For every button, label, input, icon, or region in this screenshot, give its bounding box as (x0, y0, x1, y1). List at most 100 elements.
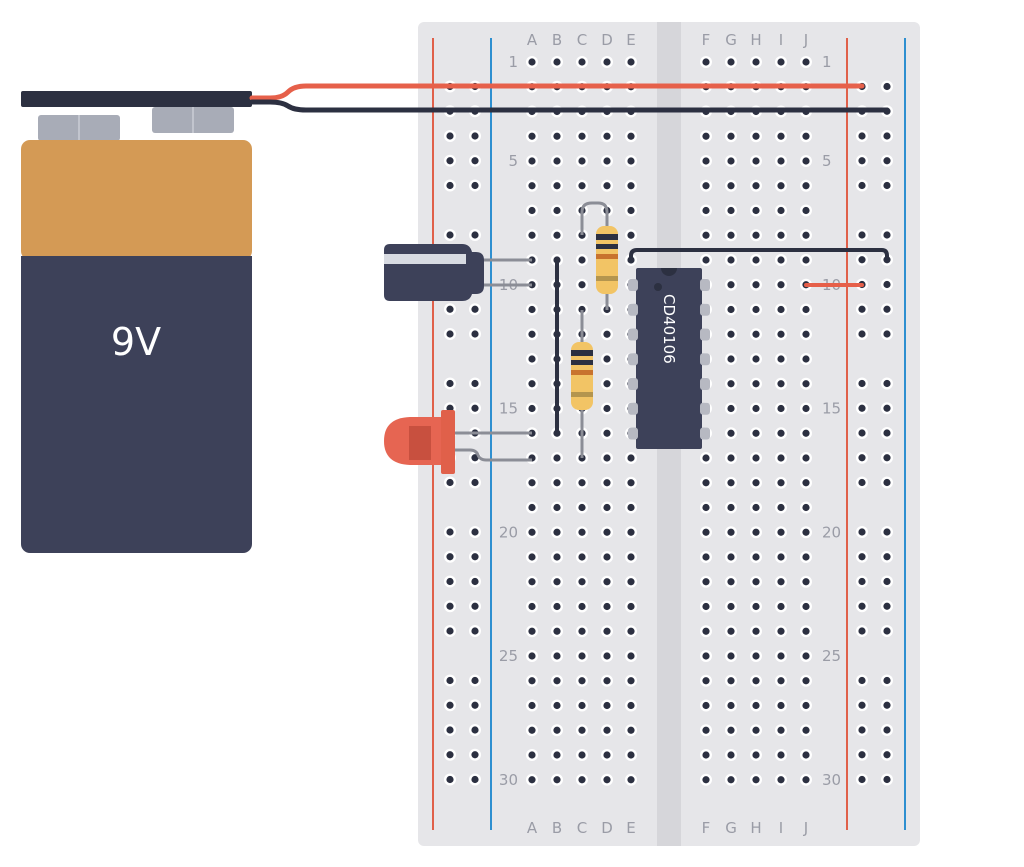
chip-pins (628, 279, 710, 440)
breadboard-hole (576, 650, 588, 662)
breadboard-hole (775, 452, 787, 464)
rail-hole (881, 600, 893, 613)
breadboard-hole (526, 625, 538, 638)
rail-hole (881, 80, 893, 93)
rail-hole (856, 427, 868, 439)
breadboard-hole (526, 476, 538, 489)
rail-hole (856, 402, 868, 415)
rail-hole (856, 377, 868, 390)
rail-hole (444, 600, 456, 613)
column-label: D (601, 819, 613, 837)
chip-pin-left (628, 378, 638, 390)
breadboard-hole (526, 130, 538, 143)
breadboard-hole (601, 625, 613, 638)
battery-clip (21, 91, 252, 107)
rail-hole (881, 575, 893, 588)
breadboard-hole (601, 476, 613, 489)
breadboard-hole (750, 551, 762, 563)
breadboard-hole (551, 526, 563, 539)
rail-hole (881, 699, 893, 712)
breadboard-hole (775, 674, 787, 687)
breadboard-hole (625, 155, 637, 167)
breadboard-hole (800, 674, 812, 687)
breadboard-hole (725, 353, 737, 365)
breadboard-hole (750, 303, 762, 316)
breadboard-hole (551, 650, 563, 662)
breadboard-hole (526, 551, 538, 563)
breadboard-hole (526, 773, 538, 786)
rail-hole (469, 600, 481, 613)
rail-hole (856, 253, 868, 266)
breadboard-hole (725, 377, 737, 390)
rail-hole (469, 179, 481, 192)
breadboard-hole (700, 229, 712, 242)
breadboard-hole (576, 625, 588, 638)
breadboard-hole (750, 476, 762, 489)
breadboard-hole (800, 130, 812, 143)
rail-hole (469, 699, 481, 712)
rail-hole (881, 328, 893, 340)
breadboard-hole (775, 254, 787, 266)
rail-hole (444, 674, 456, 687)
breadboard-hole (551, 773, 563, 786)
breadboard-hole (750, 724, 762, 737)
breadboard-hole (725, 130, 737, 143)
breadboard-hole (750, 130, 762, 143)
rail-hole (444, 724, 456, 736)
rail-hole (444, 575, 456, 588)
breadboard-hole (700, 130, 712, 143)
breadboard-hole (551, 204, 563, 217)
breadboard-hole (800, 724, 812, 737)
rail-hole (469, 130, 481, 142)
breadboard-hole (576, 254, 588, 266)
rail-hole (444, 154, 456, 167)
chip-pin-left (628, 353, 638, 366)
breadboard-hole (551, 749, 563, 761)
breadboard-hole (750, 625, 762, 638)
battery-negative-wire (249, 99, 890, 113)
rail-hole (469, 328, 481, 340)
rail-hole (856, 748, 868, 761)
breadboard-hole (775, 749, 787, 761)
breadboard-hole (700, 600, 712, 613)
rail-hole (469, 526, 481, 538)
column-label: A (527, 31, 538, 49)
rail-hole (881, 674, 893, 687)
rail-hole (856, 625, 868, 637)
breadboard-hole (601, 452, 613, 464)
rail-hole (856, 154, 868, 167)
rail-hole (881, 625, 893, 637)
breadboard-hole (700, 179, 712, 192)
breadboard-hole (625, 452, 637, 464)
breadboard-hole (775, 353, 787, 365)
rail-hole (469, 674, 481, 687)
breadboard-hole (576, 130, 588, 143)
row-label: 30 (499, 771, 518, 789)
rail-hole (881, 402, 893, 415)
rail-hole (881, 278, 893, 291)
rail-hole (469, 575, 481, 588)
breadboard-hole (750, 501, 762, 514)
breadboard-hole (601, 179, 613, 192)
breadboard-hole (601, 130, 613, 143)
column-label: H (750, 31, 761, 49)
rail-hole (881, 526, 893, 538)
breadboard-hole (800, 600, 812, 613)
breadboard-hole (725, 674, 737, 687)
breadboard-hole (576, 278, 588, 291)
breadboard-hole (625, 674, 637, 687)
rail-hole (881, 303, 893, 316)
breadboard-hole (576, 749, 588, 761)
breadboard-hole (725, 328, 737, 341)
column-label: E (626, 819, 635, 837)
breadboard-hole (775, 328, 787, 341)
breadboard-hole (775, 179, 787, 192)
electrolytic-capacitor (384, 244, 532, 301)
breadboard-hole (526, 353, 538, 365)
breadboard-hole (800, 476, 812, 489)
rail-hole (469, 303, 481, 316)
chip-pin-right (700, 328, 710, 341)
row-label: 25 (499, 647, 518, 665)
breadboard-hole (725, 773, 737, 786)
breadboard-hole (700, 650, 712, 662)
